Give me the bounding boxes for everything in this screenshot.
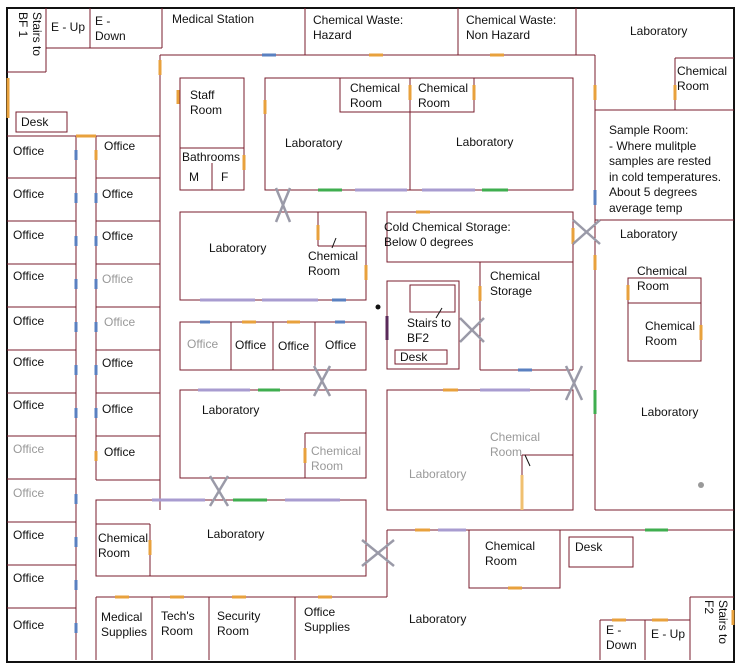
- elevator-down-label: E -Down: [95, 14, 126, 43]
- office-label: Office: [13, 144, 45, 158]
- office-label: Office: [104, 445, 136, 459]
- laboratory-label: Laboratory: [209, 241, 267, 255]
- office-label: Office: [13, 571, 45, 585]
- pointer-line: [331, 237, 337, 249]
- desk-label: Desk: [21, 115, 49, 129]
- office-label: Office: [102, 272, 134, 286]
- marker-dot: [698, 482, 704, 488]
- elevator-up-label: E - Up: [51, 20, 86, 34]
- office-label: Office: [325, 338, 357, 352]
- pointer-line: [524, 454, 531, 467]
- medical-station-label: Medical Station: [172, 12, 255, 26]
- laboratory-label: Laboratory: [409, 612, 467, 626]
- chemical-waste-nonhazard-label: Chemical Waste:Non Hazard: [466, 13, 557, 42]
- office-label: Office: [13, 355, 45, 369]
- office-doors: [74, 150, 98, 633]
- office-label: Office: [13, 187, 45, 201]
- office-label: Office: [13, 618, 45, 632]
- laboratory-label: Laboratory: [630, 24, 688, 38]
- doorways: [6, 53, 735, 625]
- cold-storage-label: Cold Chemical Storage:Below 0 degrees: [384, 220, 511, 249]
- office-label: Office: [102, 229, 134, 243]
- office-label: Office: [13, 528, 45, 542]
- marker-dot: [375, 304, 381, 310]
- office-label: Office: [13, 314, 45, 328]
- desk-label: Desk: [400, 350, 428, 364]
- office-label: Office: [104, 139, 136, 153]
- office-label: Office: [235, 338, 267, 352]
- laboratory-label: Laboratory: [409, 467, 467, 481]
- laboratory-label: Laboratory: [456, 135, 514, 149]
- office-label: Office: [102, 187, 134, 201]
- office-label: Office: [13, 398, 45, 412]
- office-label: Office: [13, 228, 45, 242]
- office-label: Office: [13, 269, 45, 283]
- laboratory-label: Laboratory: [202, 403, 260, 417]
- blocked-passage-marks: [208, 187, 601, 567]
- laboratory-label: Laboratory: [620, 227, 678, 241]
- laboratory-label: Laboratory: [207, 527, 265, 541]
- office-label: Office: [13, 486, 45, 500]
- outer-border: [6, 7, 735, 663]
- chemical-waste-hazard-label: Chemical Waste:Hazard: [313, 13, 404, 42]
- office-label: Office: [278, 339, 310, 353]
- office-label: Office: [13, 442, 45, 456]
- desk-label: Desk: [575, 540, 603, 554]
- bathrooms-label: Bathrooms: [182, 150, 241, 164]
- office-label: Office: [102, 356, 134, 370]
- bathroom-m-label: M: [189, 170, 199, 184]
- bathroom-f-label: F: [221, 170, 229, 184]
- laboratory-label: Laboratory: [285, 136, 343, 150]
- pointer-line: [435, 307, 443, 319]
- office-label: Office: [187, 337, 219, 351]
- laboratory-label: Laboratory: [641, 405, 699, 419]
- office-label: Office: [104, 315, 136, 329]
- elevator-up-label: E - Up: [651, 627, 686, 641]
- office-label: Office: [102, 402, 134, 416]
- elevator-down-label: E -Down: [606, 623, 637, 652]
